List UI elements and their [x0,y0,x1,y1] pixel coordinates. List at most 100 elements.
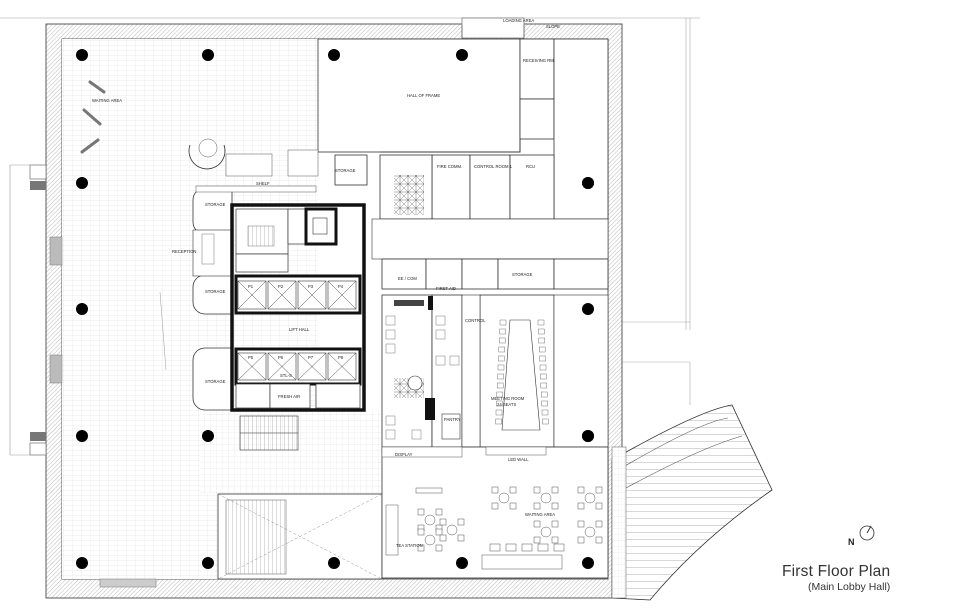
lounge-chair [457,534,465,542]
column [328,557,340,569]
north-arrow-icon [859,525,875,541]
lift-label: P4 [338,284,344,289]
lounge-chair [533,486,541,494]
sofa-seat [553,543,565,552]
lift-group-lower [237,352,357,381]
lounge-chair [577,536,585,544]
lounge-table [424,514,436,526]
seat [541,391,548,398]
column [202,557,214,569]
label-fresh-air: FRESH AIR [278,394,300,399]
column [582,177,594,189]
label-storage-1: STORAGE [335,168,356,173]
label-shelf: SHELF [256,181,270,186]
lounge-chair [551,520,559,528]
seat [498,355,505,362]
lift-core [230,203,366,412]
lounge-chair [533,502,541,510]
seat [539,346,546,353]
lounge-chair [577,502,585,510]
label-stl: STL-S [280,373,292,378]
meeting-seats [495,319,549,425]
lift-label: P1 [248,284,254,289]
seat [498,346,505,353]
lounge-chair [417,544,425,552]
lounge-table [584,526,596,538]
label-storage-5: STORAGE [512,272,533,277]
lounge-chair [595,520,603,528]
label-storage-4: STORAGE [205,379,226,384]
sofa-seat [489,543,501,552]
seat [539,355,546,362]
lift-label: P3 [308,284,314,289]
column [202,49,214,61]
column [582,430,594,442]
label-led-wall: LED WALL [508,457,529,462]
column [76,177,88,189]
lounge-chair [435,544,443,552]
lounge-chair [491,502,499,510]
lift-label: P5 [248,355,254,360]
seat [540,382,547,389]
north-label: N [848,537,855,547]
lounge-chair [417,528,425,536]
lounge-chair [551,502,559,510]
seat [541,400,548,407]
lounge-table [424,534,436,546]
column [328,49,340,61]
seat [538,328,545,335]
lounge-chair [595,486,603,494]
seat [538,337,545,344]
label-first-aid: FIRST AID [436,286,456,291]
seat [496,391,503,398]
column [456,49,468,61]
lounge-chair [551,536,559,544]
seat [540,373,547,380]
label-waiting-area: WAITING AREA [525,512,555,517]
column [582,557,594,569]
lounge-table [446,524,458,536]
lift-label: P7 [308,355,314,360]
seat [499,337,506,344]
label-control: CONTROL [465,318,486,323]
column [76,557,88,569]
lounge-chair [577,486,585,494]
label-hall-of-frame: HALL OF FRAME [407,93,440,98]
label-ee-com: EE / COM [398,276,417,281]
label-loading-area: LOADING AREA [503,18,534,23]
seat [537,319,545,326]
lounge-chair [595,536,603,544]
seat [495,418,502,425]
sofa-seat [521,543,533,552]
lift-group-upper [237,280,357,310]
lounge-chair [551,486,559,494]
seat [499,328,506,335]
label-meeting-room: MEETING ROOM [491,396,525,401]
lounge-chair [491,486,499,494]
lounge-table [584,492,596,504]
column [76,430,88,442]
label-rcu: RCU [526,164,535,169]
seat [541,409,549,416]
structural-columns [76,49,594,569]
lounge-table [540,526,552,538]
column [582,303,594,315]
label-receiving: RECEIVING RM. [523,58,555,63]
column [456,557,468,569]
room-hall-of-frame [317,38,521,153]
lounge-chair [439,534,447,542]
sofa-seat [505,543,517,552]
lift-label: P8 [338,355,344,360]
seat [497,364,505,371]
seat [497,373,504,380]
seat [539,364,547,371]
label-tea-station: TEA STATION [396,543,423,548]
label-control-room: CONTROL ROOM 1 [474,164,513,169]
plan-subtitle: (Main Lobby Hall) [808,581,891,593]
seat [499,319,507,326]
label-slope: SLOPE [546,24,560,29]
label-fire-comm: FIRE COMM. [437,164,462,169]
lounge-chair [595,502,603,510]
column [76,49,88,61]
